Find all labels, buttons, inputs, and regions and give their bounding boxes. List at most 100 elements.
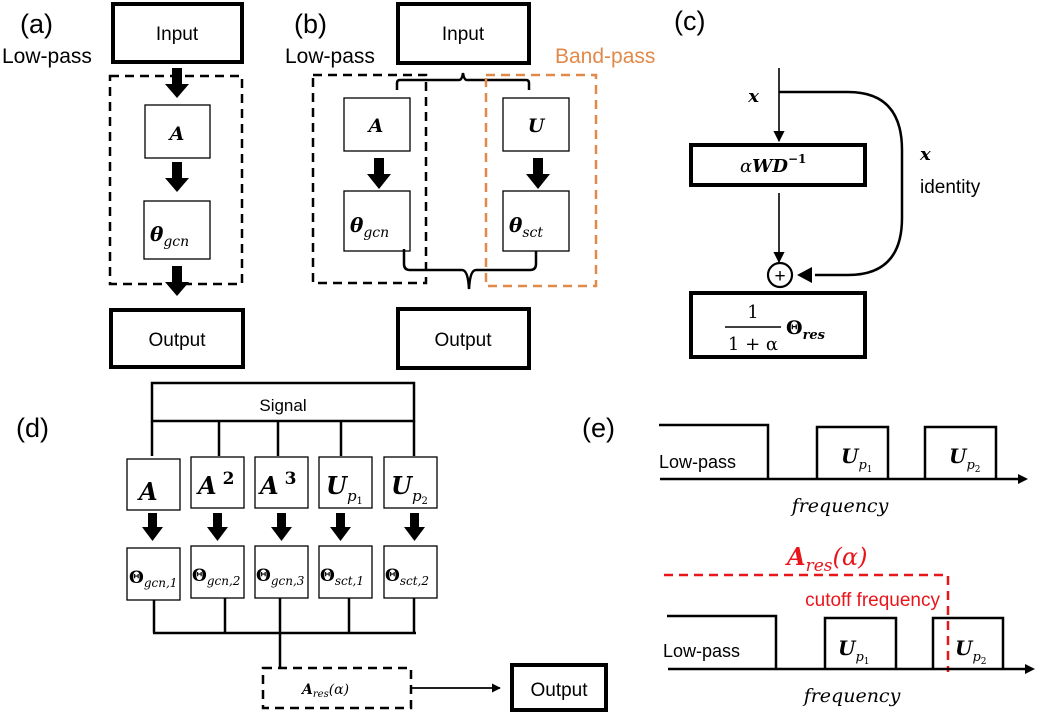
panel-b-output-label: Output <box>434 330 492 351</box>
residual-filter-label: Ares(α) <box>300 682 349 700</box>
filter-operator: A <box>137 477 158 506</box>
signal-branches <box>150 421 416 456</box>
panel-b-input-label: Input <box>442 24 485 45</box>
filter-operator-box <box>190 456 245 509</box>
low-pass-band <box>667 614 778 669</box>
bottom-spectrum: Low-pass Up1 Up2 frequency <box>663 614 1035 707</box>
filter-param: Θgcn,3 <box>256 566 305 588</box>
cutoff-line <box>664 573 950 672</box>
panel-a-output-box <box>109 308 245 369</box>
low-pass-band <box>659 423 770 478</box>
down-arrow-icon <box>165 162 189 192</box>
panel-d-output-label: Output <box>530 680 588 701</box>
panel-a-param-box <box>143 200 211 260</box>
filter-param: Θsct,1 <box>320 566 364 588</box>
down-arrow-icon <box>207 513 228 541</box>
axis-arrow-icon <box>1025 664 1035 674</box>
bottom-low-pass-label: Low-pass <box>663 641 740 661</box>
panel-a-operator-box <box>144 104 211 159</box>
filter-param-box <box>254 545 309 599</box>
panel-c-skip-var: x <box>919 144 931 165</box>
down-arrow-icon <box>330 513 351 541</box>
band-pass-band-2 <box>923 425 998 479</box>
panel-b-tag: (b) <box>294 9 327 39</box>
panel-b-band-operator: U <box>528 115 546 137</box>
down-arrow-icon <box>526 158 550 189</box>
panel-c-operator-box <box>689 143 867 187</box>
signal-label: Signal <box>259 396 306 415</box>
panel-a-param: θgcn <box>150 222 189 250</box>
filter-param-box <box>318 545 373 599</box>
panel-b-low-pass-region <box>311 73 428 285</box>
fraction-denominator: 1 + α <box>728 334 778 355</box>
identity-skip-path <box>779 90 904 277</box>
plus-icon: + <box>774 266 785 287</box>
panel-b-band-pass-label: Band-pass <box>555 45 655 68</box>
panel-b-output-box <box>396 307 531 370</box>
filter-param: Θgcn,2 <box>192 566 240 588</box>
top-band-2-label: Up2 <box>949 444 981 475</box>
panel-c-residual-param: Θres <box>786 317 826 343</box>
band-pass-band-2 <box>931 616 1005 669</box>
skip-arrow-head-icon <box>797 267 812 283</box>
bottom-band-1-label: Up1 <box>838 636 870 667</box>
sum-node: + <box>766 261 794 289</box>
panel-a: (a) Low-pass Input A θgcn Output <box>2 2 245 369</box>
filter-operator-box <box>318 456 373 509</box>
panel-d-tag: (d) <box>16 413 49 443</box>
down-arrow-icon <box>271 513 292 541</box>
filter-param-box <box>383 545 438 599</box>
fraction-numerator: 1 <box>747 302 758 323</box>
panel-b-low-operator: A <box>367 115 384 137</box>
panel-a-output-label: Output <box>148 330 206 351</box>
top-spectrum: Low-pass Up1 Up2 frequency <box>659 423 1028 517</box>
top-low-pass-label: Low-pass <box>659 452 736 472</box>
filter-operator: Up2 <box>391 471 428 507</box>
filter-param-box <box>126 547 181 601</box>
bottom-frequency-label: frequency <box>802 685 901 707</box>
filter-operator-box <box>383 456 438 509</box>
filter-operator-box <box>254 456 309 509</box>
panel-a-operator: A <box>168 123 185 145</box>
panel-e: (e) Low-pass Up1 Up2 frequency Ares(α) c… <box>582 413 1035 707</box>
filter-operator: Up1 <box>326 471 363 507</box>
down-arrow-icon <box>165 68 189 98</box>
down-arrow-icon <box>367 158 391 189</box>
filter-column: Up1 Θsct,1 <box>318 456 373 599</box>
panel-c-tag: (c) <box>674 6 705 36</box>
merge-bus <box>152 598 416 668</box>
panel-b-low-param: θgcn <box>350 213 389 241</box>
down-arrow-icon <box>142 513 163 541</box>
panel-b: (b) Low-pass Band-pass Input A U θgcn θs… <box>285 2 655 370</box>
panel-b-band-param: θsct <box>509 213 543 241</box>
panel-b-band-param-box <box>502 190 570 252</box>
filter-param-box <box>190 545 245 599</box>
filter-column: Up2 Θsct,2 <box>383 456 438 599</box>
panel-b-low-param-box <box>343 190 411 252</box>
top-frequency-label: frequency <box>790 495 889 517</box>
top-band-1-label: Up1 <box>841 444 873 475</box>
filter-operator-box <box>126 458 181 511</box>
panel-a-low-pass-label: Low-pass <box>2 45 92 68</box>
axis-arrow-icon <box>1018 474 1028 484</box>
residual-filter-box <box>261 666 413 710</box>
down-arrow-icon <box>404 513 425 541</box>
panel-b-input-box <box>396 2 531 65</box>
panel-b-low-pass-label: Low-pass <box>285 45 375 68</box>
merge-brace <box>402 249 538 290</box>
panel-c-identity-label: identity <box>920 177 981 198</box>
band-pass-band-1 <box>823 616 898 669</box>
panel-b-band-pass-region <box>484 73 598 288</box>
signal-bus <box>150 381 416 423</box>
panel-a-input-label: Input <box>156 24 199 45</box>
panel-b-band-operator-box <box>502 97 570 152</box>
panel-d-output-box <box>510 663 608 712</box>
panel-a-input-box <box>111 2 244 64</box>
panel-c-output-box <box>689 291 867 359</box>
panel-e-tag: (e) <box>582 413 615 443</box>
filter-column: A Θgcn,1 <box>126 458 181 601</box>
